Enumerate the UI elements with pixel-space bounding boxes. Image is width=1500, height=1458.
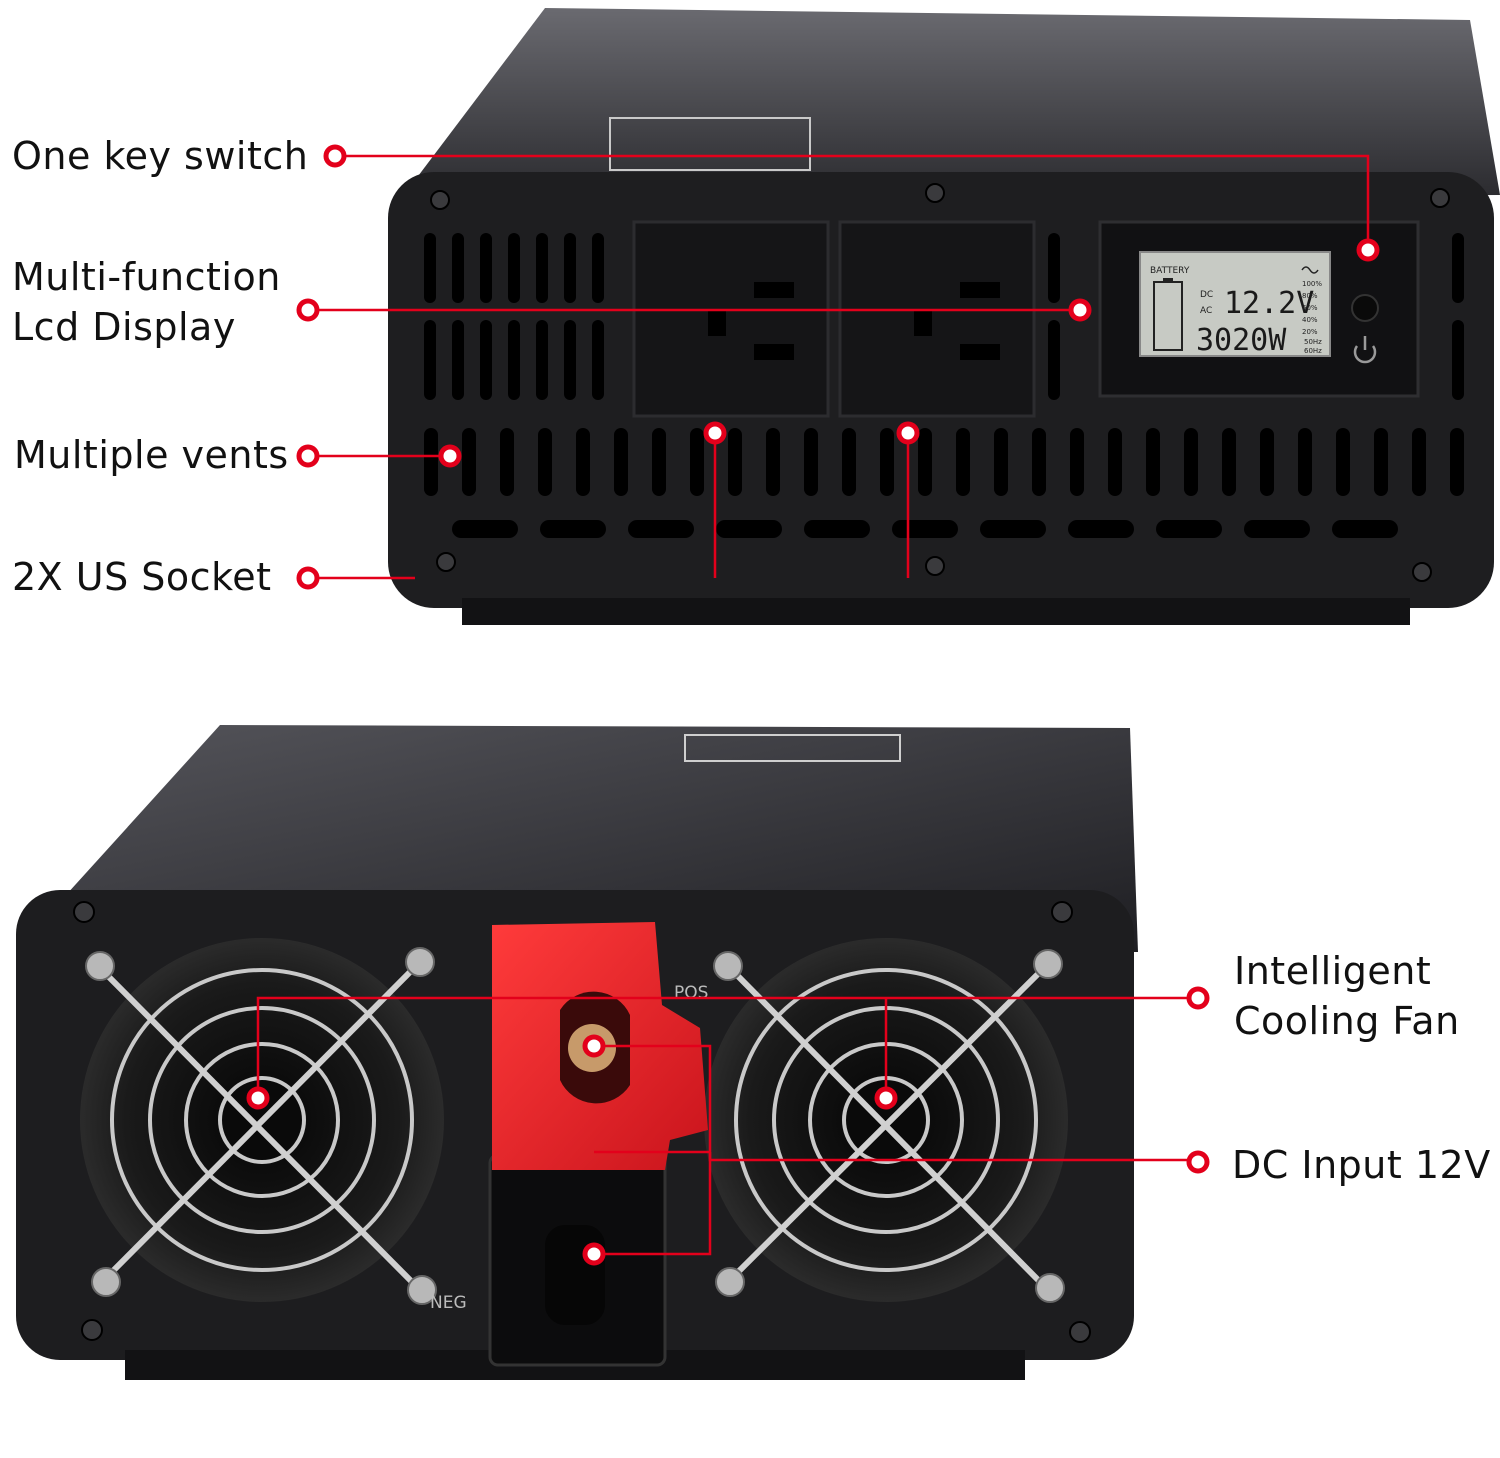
vent-row-3 xyxy=(424,428,1464,496)
lcd-ac-label: AC xyxy=(1200,306,1212,316)
callout-lcd-display-line2: Lcd Display xyxy=(12,305,236,349)
lcd-level-40: 40% xyxy=(1302,316,1318,324)
control-panel: BATTERY DC AC 12.2V 3020W 100% 80% 60% 4… xyxy=(1098,220,1420,398)
callout-lines-top xyxy=(308,154,1370,580)
mounting-foot xyxy=(462,598,1410,625)
fan-icon xyxy=(80,938,444,1305)
lcd-level-100: 100% xyxy=(1302,280,1322,288)
us-socket-2 xyxy=(838,220,1036,418)
callout-us-socket-text: 2X US Socket xyxy=(12,555,272,599)
callout-cooling-fan-line1: Intelligent xyxy=(1234,949,1432,993)
housing-top xyxy=(400,8,1500,200)
callout-lcd-display-line1: Multi-function xyxy=(12,255,281,299)
callout-cooling-fan: Intelligent Cooling Fan xyxy=(1234,946,1460,1046)
lcd-screen xyxy=(1139,251,1331,357)
vent-slots xyxy=(424,233,1464,400)
top-label-rear xyxy=(684,734,901,762)
callout-lines-bottom xyxy=(256,996,1198,1256)
screw-icon xyxy=(73,901,1091,1343)
callout-markers-top xyxy=(296,144,1380,590)
callout-markers-bottom xyxy=(246,986,1210,1266)
inverter-front-view: BATTERY DC AC 12.2V 3020W 100% 80% 60% 4… xyxy=(296,8,1500,625)
inverter-rear-view: POS NEG xyxy=(16,725,1210,1380)
lcd-battery-label: BATTERY xyxy=(1150,266,1190,276)
lcd-freq-60: 60Hz xyxy=(1304,347,1322,355)
top-label xyxy=(609,117,811,171)
lcd-ac-value: 3020W xyxy=(1196,323,1287,358)
us-socket-1 xyxy=(632,220,830,418)
screw-icon xyxy=(430,183,1450,582)
callout-us-socket: 2X US Socket xyxy=(12,552,272,602)
fan-icon xyxy=(704,938,1068,1303)
callout-dc-input: DC Input 12V xyxy=(1232,1140,1491,1190)
callout-dc-input-text: DC Input 12V xyxy=(1232,1143,1491,1187)
callout-cooling-fan-line2: Cooling Fan xyxy=(1234,999,1460,1043)
lcd-freq-50: 50Hz xyxy=(1304,338,1322,346)
vent-row-4 xyxy=(452,520,1398,538)
lcd-level-20: 20% xyxy=(1302,328,1318,336)
callout-one-key-switch: One key switch xyxy=(12,131,308,181)
power-icon xyxy=(1353,336,1377,364)
lcd-level-60: 60% xyxy=(1302,304,1318,312)
indicator-led-icon xyxy=(1351,294,1379,322)
callout-vents: Multiple vents xyxy=(14,430,289,480)
lcd-dc-label: DC xyxy=(1200,290,1213,300)
terminal-pos-label: POS xyxy=(674,983,708,1003)
callout-one-key-switch-text: One key switch xyxy=(12,134,309,178)
callout-vents-text: Multiple vents xyxy=(14,433,289,477)
lcd-dc-value: 12.2V xyxy=(1224,286,1314,321)
wave-icon xyxy=(1301,266,1319,274)
lcd-level-80: 80% xyxy=(1302,292,1318,300)
terminal-neg-label: NEG xyxy=(430,1293,467,1313)
callout-lcd-display: Multi-function Lcd Display xyxy=(12,252,281,352)
battery-icon xyxy=(1153,278,1183,351)
lcd-level-scale: 100% 80% 60% 40% 20% 50Hz 60Hz xyxy=(1302,280,1322,355)
